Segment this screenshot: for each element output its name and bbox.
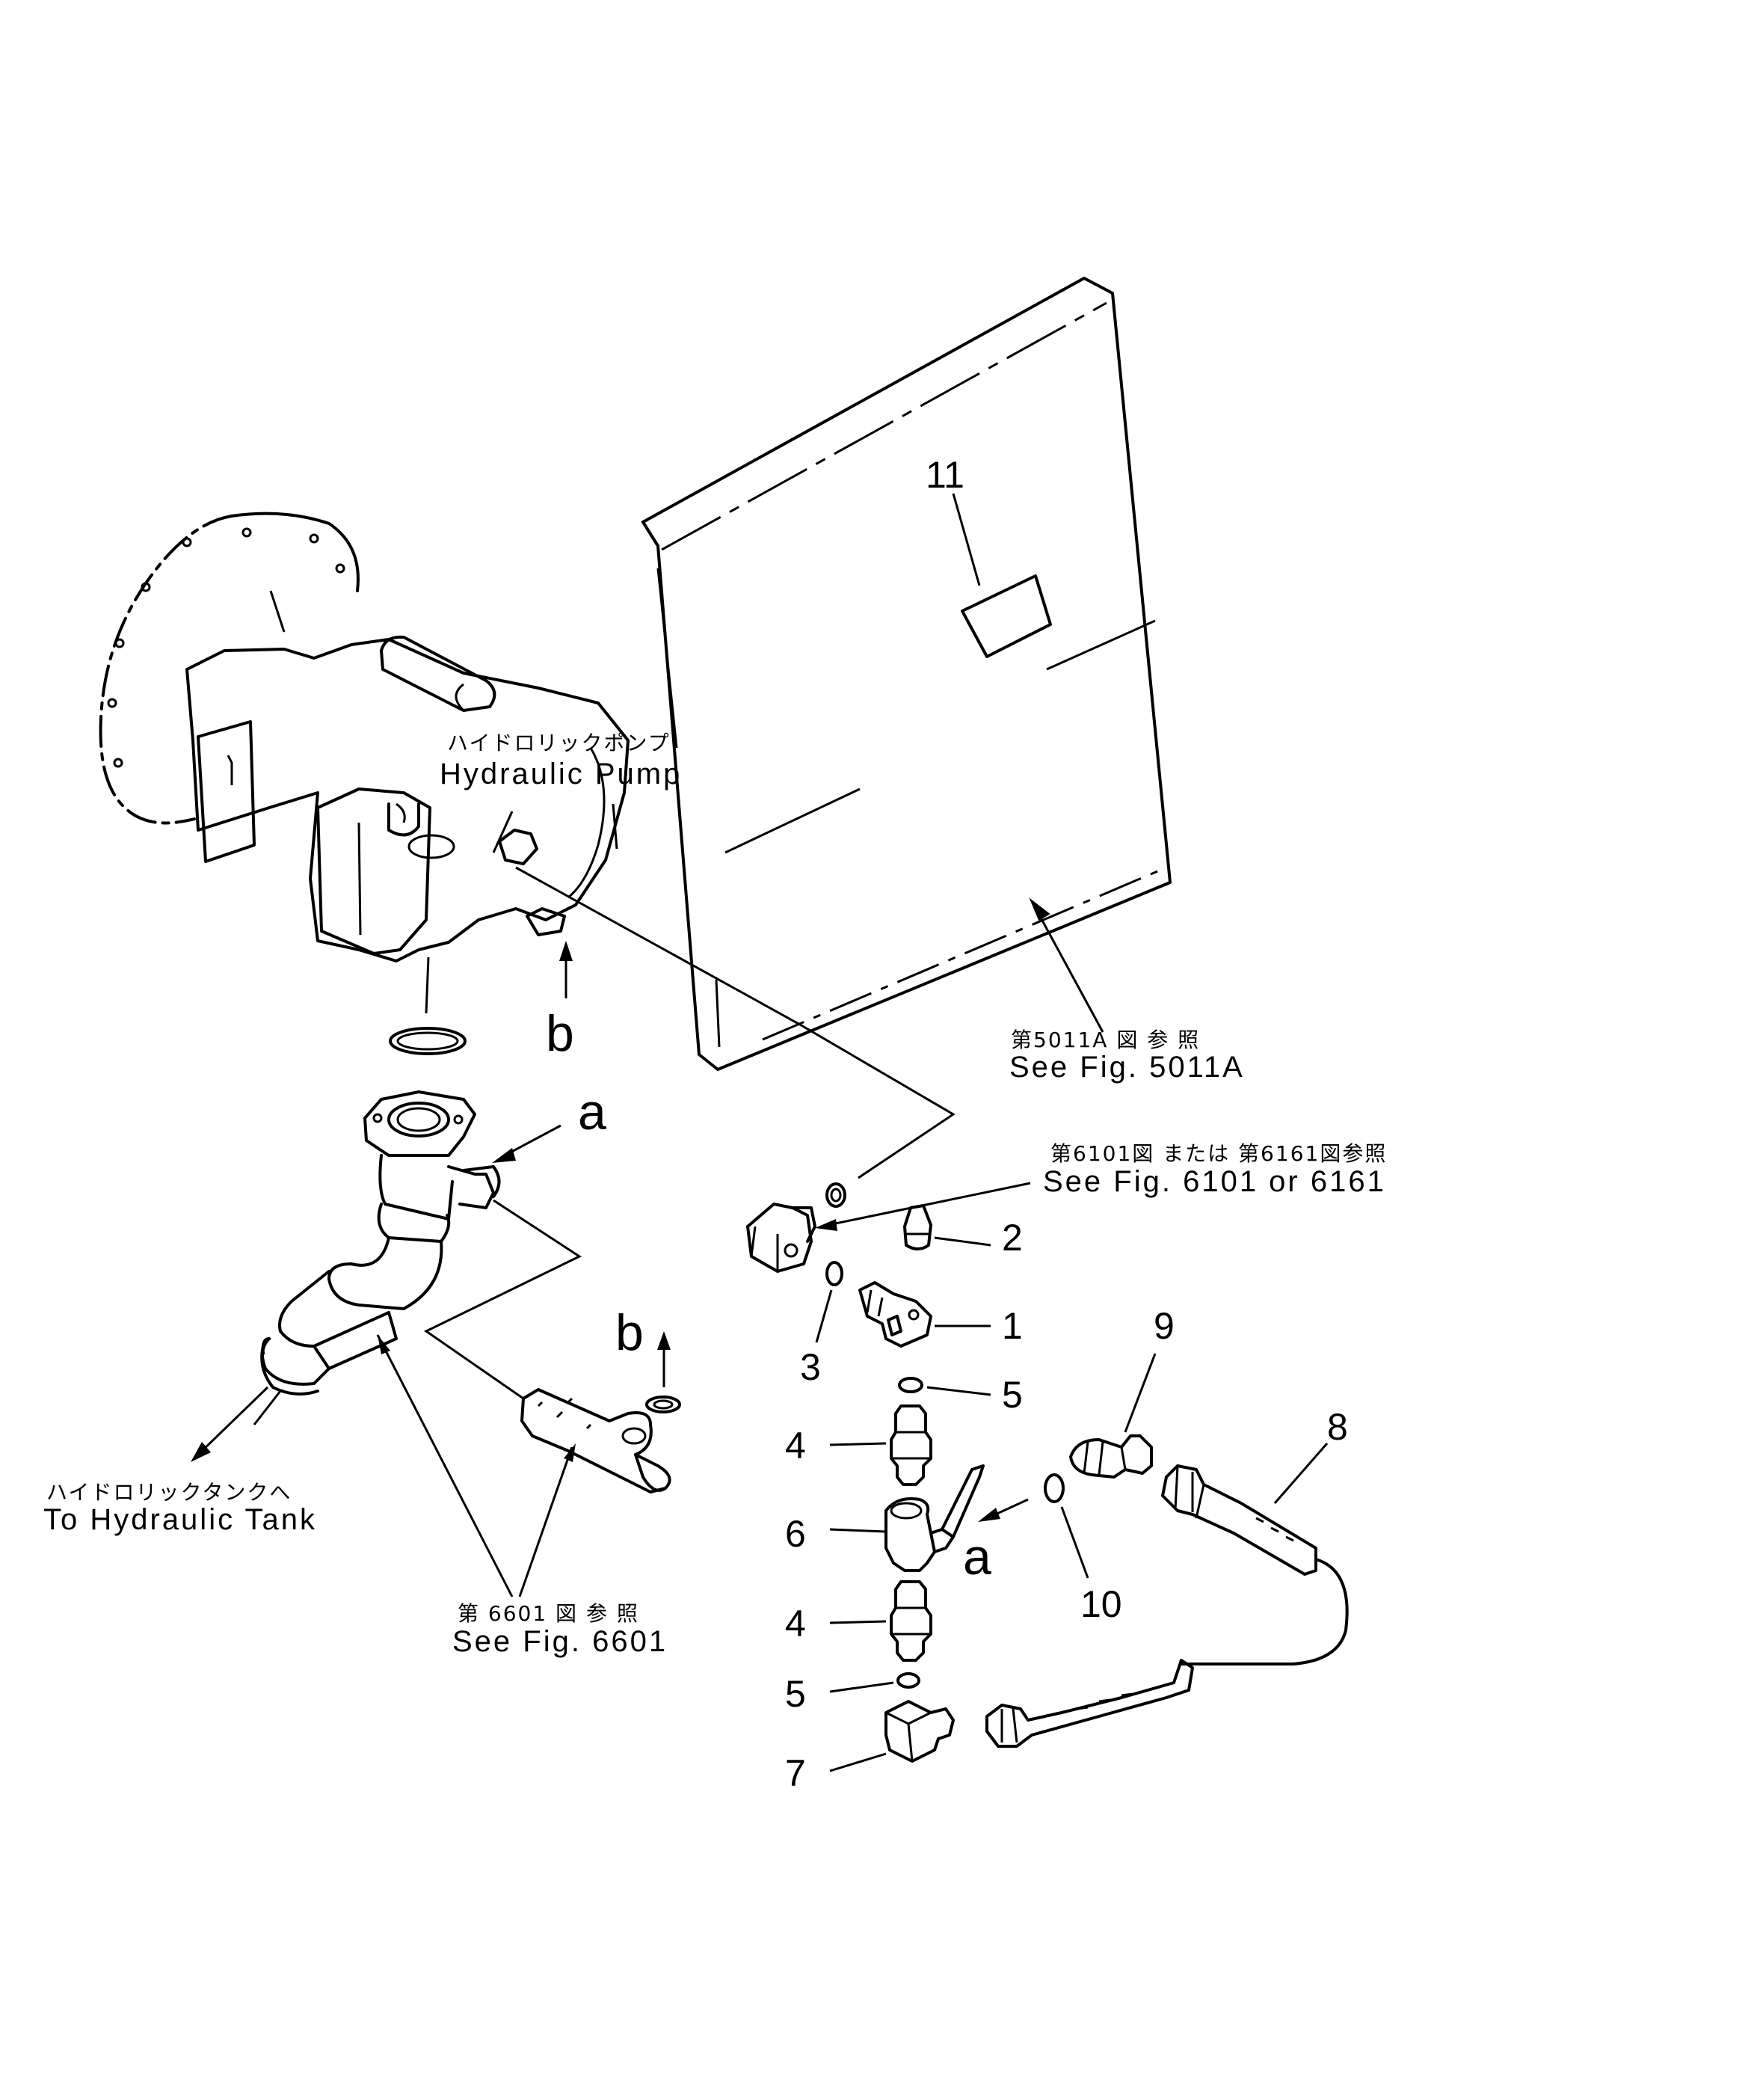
o-ring-valve-block (825, 1182, 846, 1208)
fig5011a-label-jp: 第5011A 図 参 照 (1011, 1028, 1200, 1052)
o-ring-pump (389, 1027, 467, 1055)
hydraulic-pump-label-jp: ハイドロリックポンプ (447, 731, 671, 755)
letter-a-pipe: a (578, 1084, 606, 1140)
part-number-4-lower: 4 (785, 1603, 806, 1645)
part-number-1: 1 (1002, 1305, 1023, 1347)
part-number-4-upper: 4 (785, 1425, 806, 1467)
to-hydraulic-tank-label-en: To Hydraulic Tank (43, 1503, 317, 1536)
part-4-adapter-lower (890, 1580, 932, 1662)
part-number-8: 8 (1327, 1406, 1348, 1448)
part-6-drain-valve (884, 1464, 985, 1572)
part-2-fitting (903, 1204, 932, 1250)
letter-a-valve: a (963, 1529, 991, 1585)
part-number-9: 9 (1154, 1305, 1175, 1347)
part-number-10: 10 (1080, 1583, 1122, 1625)
leader-fig6101 (815, 1182, 1031, 1231)
part-5-o-ring-lower (896, 1672, 920, 1689)
to-hydraulic-tank-label-jp: ハイドロリックタンクへ (46, 1480, 292, 1505)
part-7-elbow (884, 1700, 955, 1763)
cover-panel (641, 277, 1172, 1071)
pump-connection-line (515, 866, 956, 1179)
part-10-o-ring (1044, 1473, 1065, 1503)
letter-b-pump: b (546, 1005, 574, 1062)
part-number-6: 6 (785, 1513, 806, 1555)
valve-block (746, 1203, 816, 1273)
arrow-b-pump (559, 941, 573, 998)
fig6601-label-en: See Fig. 6601 (452, 1625, 668, 1658)
decal-label (961, 574, 1052, 658)
leader-fig6601 (376, 1334, 576, 1597)
arrow-to-tank (191, 1386, 269, 1462)
fig5011a-label-en: See Fig. 5011A (1009, 1051, 1245, 1084)
part-5-o-ring-upper (898, 1377, 923, 1393)
hydraulic-pump-label-en: Hydraulic Pump (440, 758, 682, 790)
arrow-b-drain (657, 1331, 671, 1387)
hydraulic-pump (99, 512, 630, 962)
part-number-7: 7 (785, 1752, 806, 1794)
part-8-hose (985, 1464, 1349, 1748)
part-4-adapter-upper (890, 1404, 932, 1486)
arrow-a-pipe (492, 1124, 561, 1163)
part-number-5-upper: 5 (1002, 1374, 1023, 1416)
letter-b-drain: b (615, 1304, 644, 1361)
part-1-fitting (858, 1281, 932, 1348)
fig6101-label-jp: 第6101図 または 第6161図参照 (1050, 1141, 1387, 1166)
fig6101-label-en: See Fig. 6101 or 6161 (1043, 1165, 1386, 1198)
arrow-a-valve (978, 1498, 1029, 1522)
drain-tube (520, 1388, 671, 1493)
fig6601-label-jp: 第 6601 図 参 照 (458, 1601, 639, 1626)
part-9-elbow-fitting (1069, 1434, 1153, 1479)
suction-pipe (260, 1090, 501, 1396)
part-number-5-lower: 5 (785, 1673, 806, 1715)
part-number-11: 11 (926, 454, 964, 496)
part-3-o-ring (815, 1261, 843, 1343)
leader-fig5011a (1029, 897, 1104, 1033)
o-ring-b (645, 1396, 681, 1413)
part-number-2: 2 (1002, 1217, 1023, 1259)
port-a-connection-line (424, 1199, 582, 1400)
part-number-3: 3 (800, 1346, 821, 1388)
